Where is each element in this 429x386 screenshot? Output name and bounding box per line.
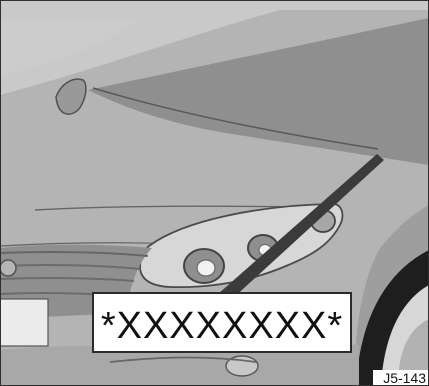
license-plate: [0, 299, 48, 346]
front-emblem: [0, 260, 16, 276]
headlight-bulb-left: [197, 260, 215, 276]
figure-code: J5-143: [383, 370, 426, 386]
vin-label-text: *XXXXXXXX*: [101, 305, 343, 347]
